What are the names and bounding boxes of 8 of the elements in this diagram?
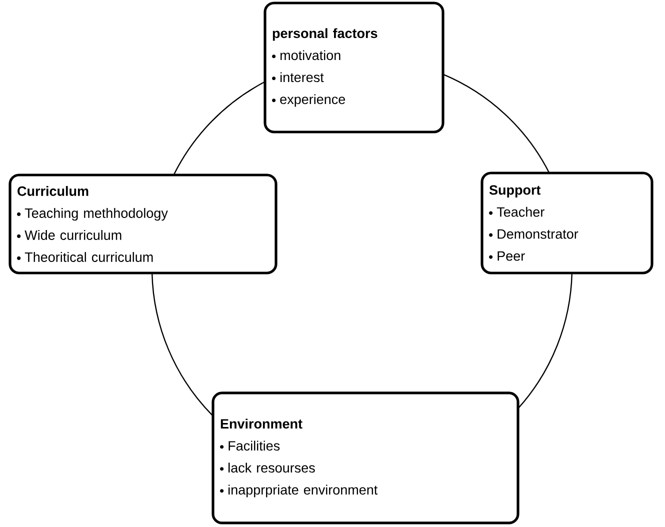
factor-box: personal factors motivation interest experience bbox=[264, 2, 444, 134]
factor-box: Environment Facilities lack resourses inapprpriate environment bbox=[212, 392, 520, 524]
connector-arc bbox=[173, 81, 266, 176]
connector-arc bbox=[151, 273, 213, 416]
connector-arc bbox=[518, 272, 573, 409]
connector-arc bbox=[442, 74, 550, 172]
factor-box: Support Teacher Demonstrator Peer bbox=[480, 172, 654, 274]
factor-box: Curriculum Teaching methhodology Wide curriculum Theoritical curriculum bbox=[8, 174, 278, 274]
